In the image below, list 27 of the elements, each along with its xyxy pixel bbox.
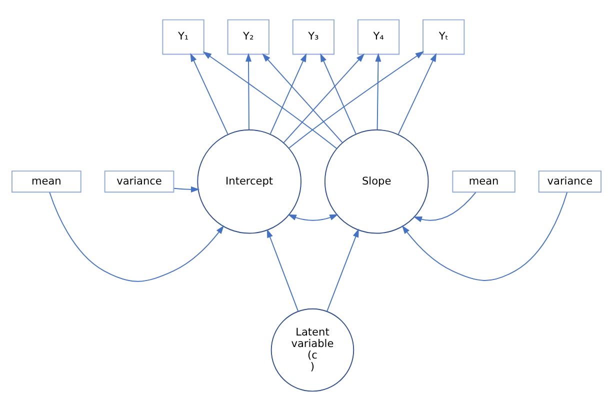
node-box: mean	[11, 170, 82, 193]
arrow	[375, 53, 382, 130]
arrow	[283, 53, 365, 144]
node-box: Y₄	[357, 19, 400, 55]
arrow	[398, 52, 437, 135]
arrow	[262, 53, 343, 143]
arrow	[49, 192, 224, 282]
arrow	[202, 52, 337, 149]
arrow	[270, 53, 307, 134]
arrow	[413, 192, 476, 222]
arrow	[174, 186, 200, 192]
node-box: variance	[538, 170, 602, 193]
arrow	[190, 52, 228, 135]
arrow	[326, 228, 359, 312]
arrow	[266, 228, 299, 312]
node-box: Y₁	[162, 19, 204, 55]
arrow	[288, 51, 424, 148]
node-circle: Latent variable (c )	[270, 308, 354, 392]
arrow	[402, 192, 568, 281]
node-box: Y₂	[227, 19, 270, 55]
node-box: Y₃	[292, 19, 334, 55]
arrow	[288, 214, 338, 221]
node-box: variance	[104, 170, 174, 193]
arrow	[246, 53, 252, 130]
node-box: mean	[452, 170, 516, 193]
arrow	[320, 53, 356, 134]
node-box: Yₜ	[422, 19, 465, 55]
